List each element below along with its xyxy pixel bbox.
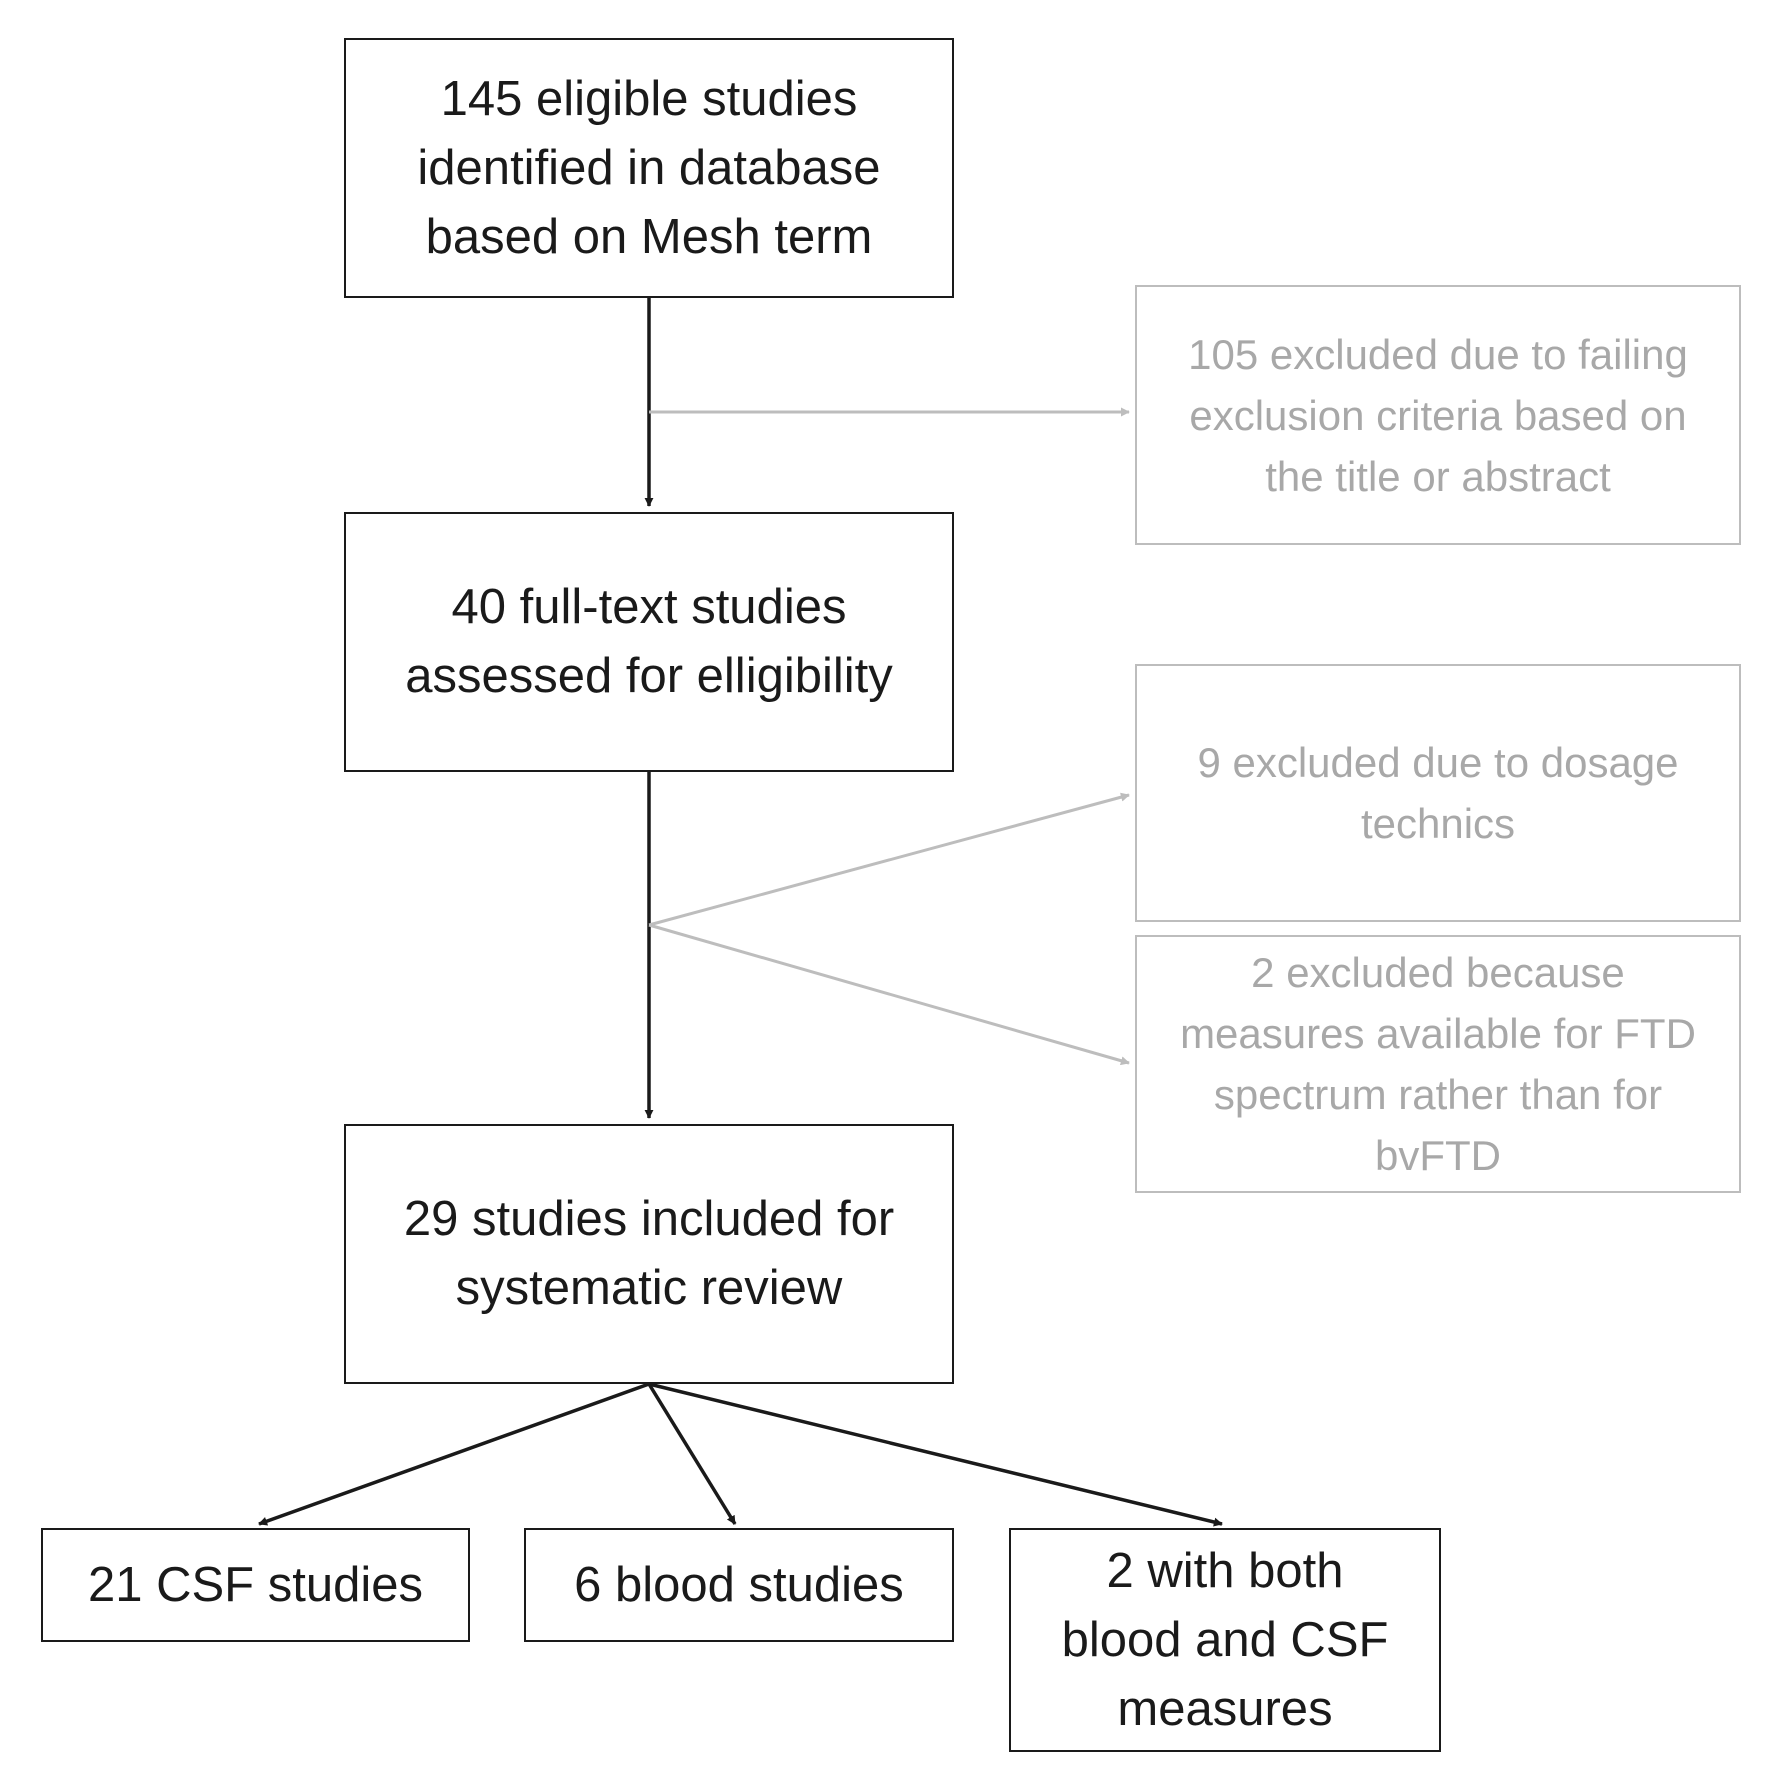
excluded-dosage-text: 9 excluded due to dosage technics	[1197, 739, 1679, 847]
excluded-ftd-spectrum-text: 2 excluded because measures available fo…	[1180, 949, 1696, 1179]
included-studies-box: 29 studies included for systematic revie…	[344, 1124, 954, 1384]
arrow-to-blood-studies	[647, 1383, 737, 1525]
blood-and-csf-box: 2 with both blood and CSF measures	[1009, 1528, 1441, 1752]
full-text-assessed-box: 40 full-text studies assessed for elligi…	[344, 512, 954, 772]
excluded-title-abstract-box: 105 excluded due to failing exclusion cr…	[1135, 285, 1741, 545]
full-text-assessed-text: 40 full-text studies assessed for elligi…	[405, 580, 893, 703]
arrow-to-excluded-dosage	[648, 792, 1130, 927]
arrow-to-excluded-ftd	[648, 923, 1130, 1066]
csf-studies-box: 21 CSF studies	[41, 1528, 470, 1642]
arrow-to-csf-studies	[258, 1382, 650, 1526]
identified-studies-text: 145 eligible studies identified in datab…	[417, 71, 881, 264]
identified-studies-box: 145 eligible studies identified in datab…	[344, 38, 954, 298]
included-studies-text: 29 studies included for systematic revie…	[403, 1192, 895, 1315]
blood-studies-text: 6 blood studies	[574, 1557, 904, 1612]
csf-studies-text: 21 CSF studies	[88, 1557, 423, 1612]
blood-studies-box: 6 blood studies	[524, 1528, 954, 1642]
excluded-ftd-spectrum-box: 2 excluded because measures available fo…	[1135, 935, 1741, 1193]
excluded-dosage-box: 9 excluded due to dosage technics	[1135, 664, 1741, 922]
blood-and-csf-text: 2 with both blood and CSF measures	[1061, 1543, 1389, 1736]
excluded-title-abstract-text: 105 excluded due to failing exclusion cr…	[1188, 330, 1688, 500]
arrow-to-blood-and-csf	[648, 1382, 1223, 1527]
